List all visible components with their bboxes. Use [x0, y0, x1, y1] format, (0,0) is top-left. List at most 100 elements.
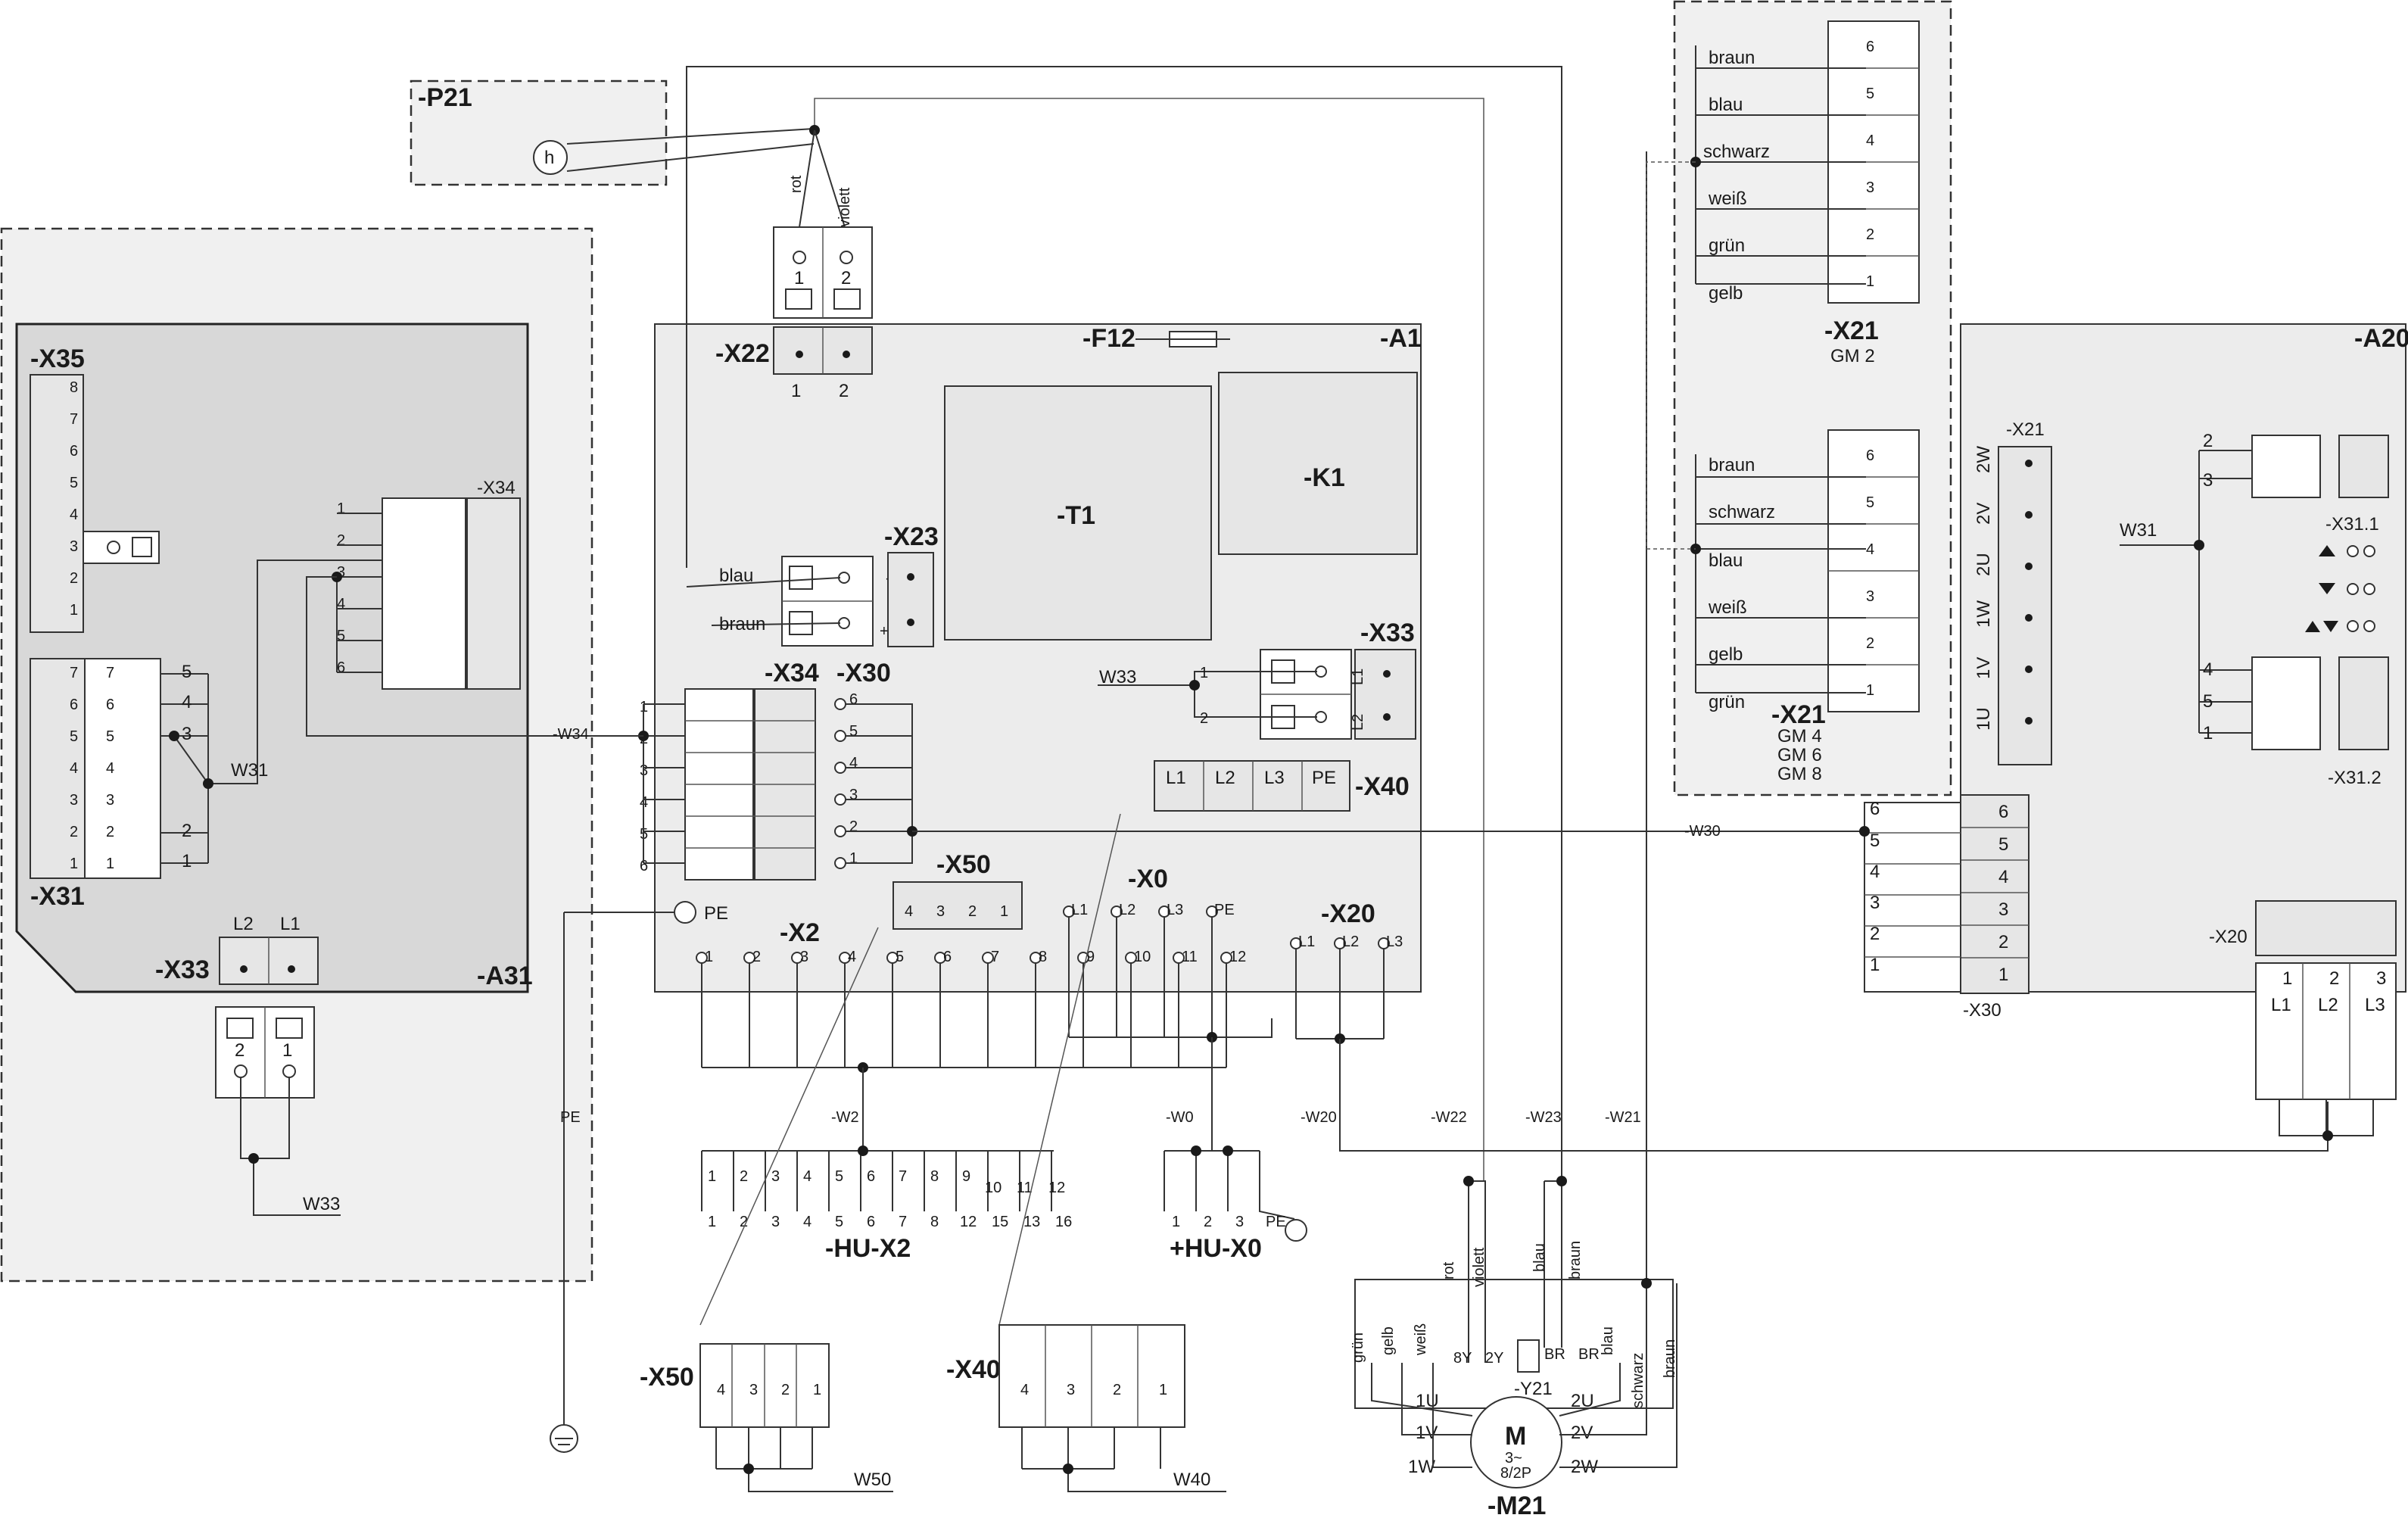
motor-left-weiss: weiß: [1413, 1323, 1429, 1356]
x23-plus: +: [880, 623, 889, 640]
x34-a31-block: [382, 497, 466, 690]
motor-right-blau: blau: [1600, 1326, 1616, 1355]
svg-text:8: 8: [930, 1214, 939, 1230]
label-w21: -W21: [1605, 1109, 1641, 1126]
label-w22: -W22: [1431, 1109, 1467, 1126]
hu-x2-top-pins: 1 2 3 4 5 6 7 8 9 10 11 12: [708, 1168, 1065, 1196]
svg-text:1: 1: [70, 602, 78, 619]
label-m21: -M21: [1487, 1492, 1546, 1518]
wire-w50: [715, 1427, 893, 1492]
transformer-t1: [944, 385, 1212, 641]
label-w33-a1: W33: [1099, 667, 1136, 687]
a20-x30-wire-labels: 6 5 4 3 2 1: [1864, 799, 1961, 993]
label-w33-a31: W33: [303, 1194, 340, 1214]
svg-text:2: 2: [1866, 226, 1874, 243]
svg-text:6: 6: [70, 443, 78, 460]
x312-block: [2251, 656, 2321, 750]
svg-text:12: 12: [960, 1214, 977, 1230]
motor-top-violett: violett: [1471, 1247, 1487, 1287]
label-p21: -P21: [418, 83, 472, 112]
svg-text:15: 15: [992, 1214, 1008, 1230]
x21-gm2-group: braun blau schwarz weiß grün gelb 6 5 4 …: [1690, 20, 1920, 304]
label-w34: -W34: [553, 726, 589, 743]
label-x30-a1: -X30: [836, 659, 891, 687]
label-rot: rot: [788, 175, 805, 193]
x31-wire-2: 2: [182, 821, 192, 841]
x30-a1-pin5: 5: [849, 723, 858, 740]
label-x21-gm2: -X21: [1824, 316, 1879, 345]
svg-text:1U: 1U: [1973, 707, 1994, 731]
brake-symbol: [1517, 1339, 1540, 1373]
x312-pin5: 5: [2203, 691, 2213, 712]
svg-text:2: 2: [740, 1214, 748, 1230]
x30-a1-pin4: 4: [849, 755, 858, 771]
wire-x31-w31: [160, 560, 382, 864]
svg-text:3: 3: [1866, 588, 1874, 605]
hu-x0-pin1: 1: [1172, 1214, 1180, 1230]
wire-w31-a20: [2120, 450, 2252, 734]
gm2-wire-blau: blau: [1709, 95, 1743, 115]
svg-text:L1: L1: [2271, 995, 2291, 1015]
label-w30: -W30: [1684, 823, 1721, 840]
leader-x50: [699, 927, 879, 1326]
svg-text:1: 1: [708, 1168, 716, 1185]
x40-a1-pe: PE: [1312, 768, 1336, 788]
svg-text:6: 6: [1866, 39, 1874, 55]
wire-x0-bus: [1068, 917, 1273, 1038]
label-x23: -X23: [884, 522, 939, 551]
hu-x0-pin2: 2: [1204, 1214, 1212, 1230]
x2-pin9: 9: [1086, 949, 1095, 965]
x50-a1-pin1: 1: [1000, 903, 1008, 920]
motor-2y: 2Y: [1485, 1350, 1503, 1367]
svg-text:L2: L2: [1342, 934, 1359, 950]
svg-text:1: 1: [1866, 682, 1874, 699]
svg-text:4: 4: [1998, 867, 2008, 887]
svg-text:1: 1: [1200, 665, 1208, 681]
x31-connector: [30, 658, 86, 879]
motor-left-gruen: grün: [1350, 1333, 1366, 1363]
svg-text:6: 6: [337, 659, 345, 676]
svg-text:1: 1: [2282, 968, 2292, 989]
svg-text:3: 3: [70, 792, 78, 809]
label-x33-a31: -X33: [155, 955, 210, 984]
svg-text:7: 7: [899, 1214, 907, 1230]
wire-w33-a31: [240, 1077, 341, 1216]
motor-top-blau: blau: [1531, 1243, 1548, 1272]
wire-hu-x2-bus: [701, 1150, 1054, 1211]
svg-text:1: 1: [813, 1382, 821, 1398]
x2-pin12: 12: [1229, 949, 1246, 965]
x34-a31-terminals: 1 2 3 4 5 6: [337, 500, 345, 676]
gm468-wire-blau: blau: [1709, 550, 1743, 571]
x35-terminals: 8 7 6 5 4 3 2 1: [70, 379, 78, 619]
board-a20: [1960, 323, 2406, 993]
svg-text:6: 6: [867, 1214, 875, 1230]
x31-terminals: 7 6 5 4 3 2 1 7 6 5 4 3 2 1: [70, 665, 114, 872]
label-pe-left: PE: [560, 1109, 581, 1126]
wire-top-loop-2: [814, 98, 1484, 1181]
svg-text:6: 6: [106, 697, 114, 713]
x21-a20-connector: [1998, 446, 2052, 765]
svg-text:6: 6: [1998, 802, 2008, 822]
label-x34-a1: -X34: [765, 659, 819, 687]
label-x35: -X35: [30, 344, 85, 373]
x0-l1: L1: [1071, 902, 1088, 918]
wire-w34: [306, 576, 643, 737]
label-gm6: GM 6: [1777, 745, 1822, 765]
svg-text:5: 5: [1866, 86, 1874, 102]
svg-text:5: 5: [1998, 834, 2008, 855]
arrow-updown-icon: [2305, 621, 2338, 632]
label-x21-a20: -X21: [2006, 419, 2045, 440]
x33-a31-l1: L1: [280, 914, 301, 934]
x2-pin1: 1: [705, 949, 713, 965]
svg-text:4: 4: [803, 1168, 811, 1185]
wire-motor-rot: [1468, 1180, 1486, 1363]
x0-l2: L2: [1119, 902, 1135, 918]
x20-a1-terminals: L1 L2 L3: [1290, 934, 1403, 950]
gm2-wire-gruen: grün: [1709, 235, 1745, 256]
a20-x20-connector: [2255, 900, 2397, 956]
motor-8y: 8Y: [1453, 1350, 1472, 1367]
x31-wire-4: 4: [182, 692, 192, 712]
x50-a1-pin3: 3: [936, 903, 945, 920]
x31-block: [84, 658, 161, 879]
